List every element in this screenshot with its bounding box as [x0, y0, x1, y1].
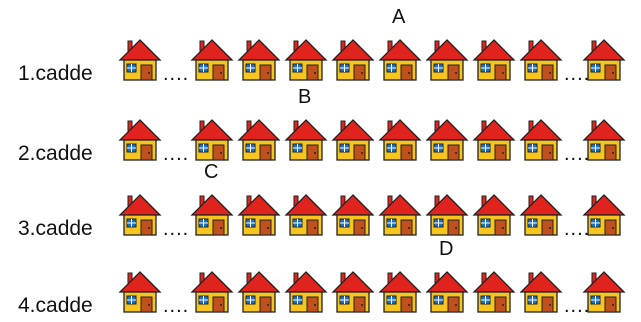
house-icon: [284, 118, 328, 162]
house-icon: [425, 270, 469, 314]
house-icon: [425, 193, 469, 237]
house-marker-a: A: [392, 6, 406, 28]
house-icon: [190, 193, 234, 237]
house-icon: [190, 38, 234, 82]
house-icon: [378, 38, 422, 82]
house-icon: [519, 118, 563, 162]
house-icon: [472, 270, 516, 314]
house-marker-c: C: [204, 161, 219, 183]
house-icon: [118, 193, 162, 237]
ellipsis-dots: ....: [564, 295, 591, 317]
house-icon: [472, 118, 516, 162]
ellipsis-dots: ....: [564, 218, 591, 240]
house-icon: [472, 193, 516, 237]
house-icon: [237, 118, 281, 162]
street-label: 2.cadde: [18, 142, 93, 165]
house-icon: [331, 38, 375, 82]
house-icon: [118, 38, 162, 82]
ellipsis-dots: ....: [163, 295, 190, 317]
house-icon: [519, 193, 563, 237]
house-icon: [378, 193, 422, 237]
house-icon: [118, 270, 162, 314]
house-marker-d: D: [439, 238, 454, 260]
house-icon: [472, 38, 516, 82]
house-icon: [118, 118, 162, 162]
house-icon: [378, 270, 422, 314]
house-marker-b: B: [298, 86, 312, 108]
street-label: 3.cadde: [18, 217, 93, 240]
street-label: 1.cadde: [18, 62, 93, 85]
ellipsis-dots: ....: [163, 63, 190, 85]
ellipsis-dots: ....: [564, 143, 591, 165]
house-icon: [190, 270, 234, 314]
house-icon: [425, 118, 469, 162]
ellipsis-dots: ....: [163, 143, 190, 165]
house-icon: [331, 193, 375, 237]
house-icon: [519, 38, 563, 82]
house-icon: [284, 38, 328, 82]
house-icon: [237, 270, 281, 314]
ellipsis-dots: ....: [564, 63, 591, 85]
house-icon: [378, 118, 422, 162]
house-icon: [425, 38, 469, 82]
house-icon: [284, 270, 328, 314]
street-label: 4.cadde: [18, 294, 93, 317]
house-icon: [331, 270, 375, 314]
house-icon: [331, 118, 375, 162]
house-icon: [237, 38, 281, 82]
house-icon: [284, 193, 328, 237]
ellipsis-dots: ....: [163, 218, 190, 240]
house-icon: [519, 270, 563, 314]
house-icon: [237, 193, 281, 237]
house-icon: [190, 118, 234, 162]
